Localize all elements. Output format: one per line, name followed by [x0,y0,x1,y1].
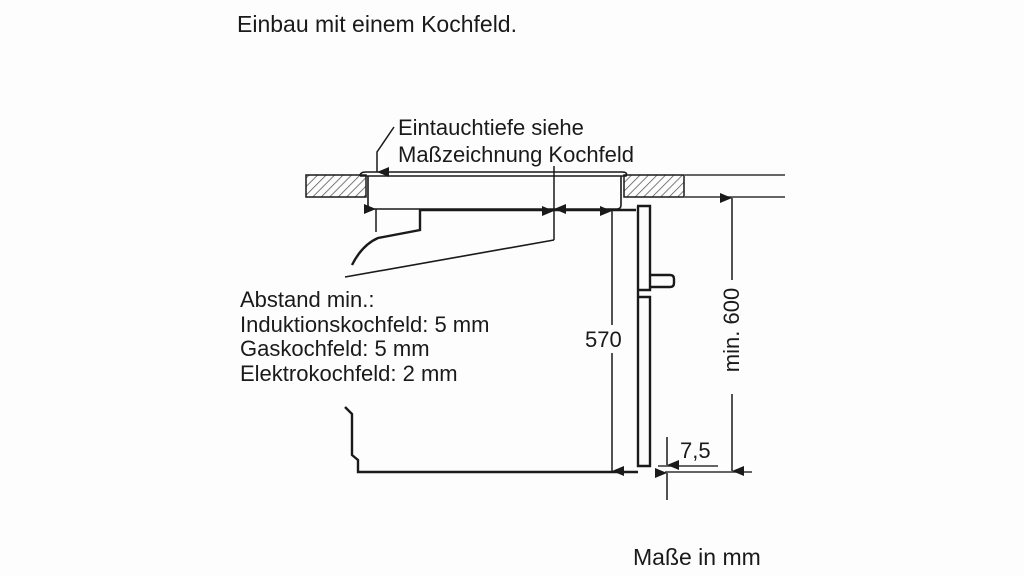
clearance-item-induction: Induktionskochfeld: 5 mm [240,311,490,337]
hob-body [367,176,622,210]
hob [359,171,628,210]
countertop-right [623,174,685,198]
hob-note: Eintauchtiefe siehe Maßzeichnung Kochfel… [398,114,634,168]
oven-side-line [344,239,555,278]
countertop [305,174,685,198]
clearance-item-gas: Gaskochfeld: 5 mm [240,336,430,361]
diagram-title: Einbau mit einem Kochfeld. [237,11,517,37]
oven [344,204,676,474]
clearance-note: Abstand min.: Induktionskochfeld: 5 mm G… [240,287,490,386]
clearance-heading: Abstand min.: [240,287,375,312]
dimension-arrows [364,126,744,500]
dimension-niche-height: min. 600 [719,281,744,379]
hob-note-line-2: Maßzeichnung Kochfeld [398,142,635,167]
oven-handle [650,273,676,289]
hob-note-line-1: Eintauchtiefe siehe [398,115,584,140]
dimension-oven-height: 570 [585,327,622,353]
oven-door [636,204,652,468]
note-leader-arrow [376,126,395,177]
dimension-plinth-offset: 7,5 [680,438,711,463]
units-note: Maße in mm [633,544,761,570]
countertop-left [305,174,367,198]
oven-bottom-outline [344,406,638,474]
oven-top-outline [350,208,636,266]
hob-top-plate [359,171,628,177]
clearance-item-electric: Elektrokochfeld: 2 mm [240,360,458,386]
